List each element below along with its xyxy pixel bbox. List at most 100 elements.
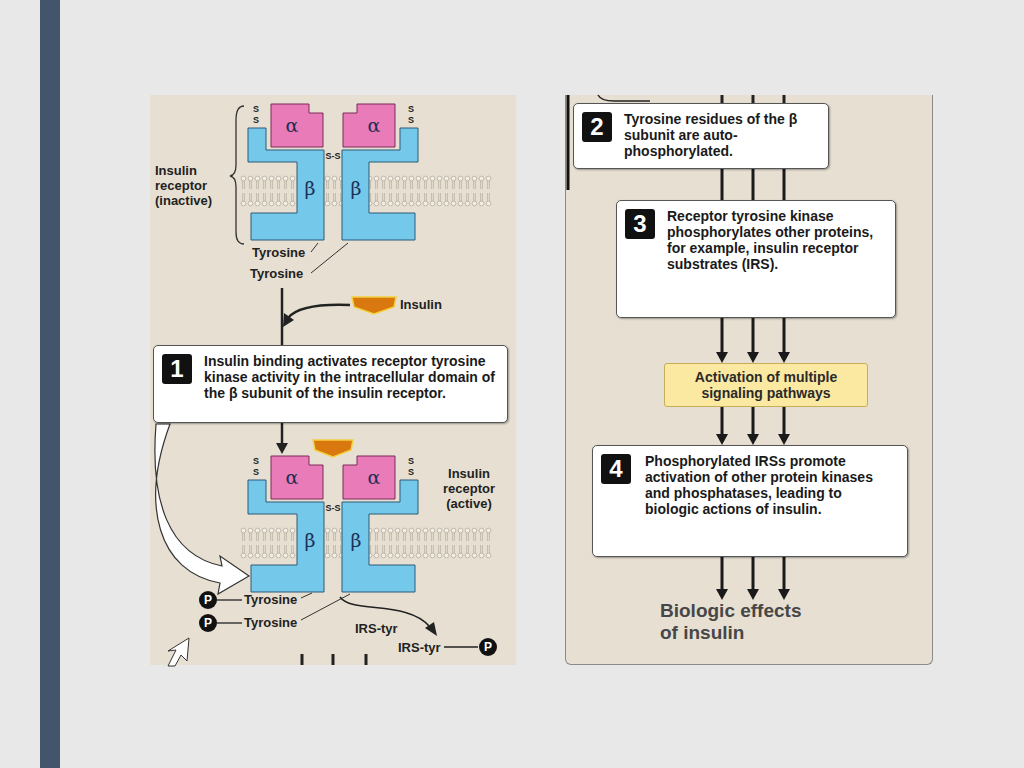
- step-box: 4 Phosphorylated IRSs promote activation …: [592, 445, 908, 557]
- disulfide-label: S: [405, 467, 417, 477]
- pathway-text: Activation of multiple signaling pathway…: [671, 369, 861, 401]
- disulfide-label: S: [250, 467, 262, 477]
- callout-number: 3: [625, 209, 655, 239]
- bond-line: [217, 599, 242, 600]
- subunit-label: β: [298, 528, 322, 552]
- disulfide-label: S: [250, 104, 262, 114]
- frame-line: [567, 95, 570, 190]
- insulin-molecule: [313, 440, 353, 457]
- connector-line: [721, 407, 724, 435]
- callout-arrow: [168, 638, 189, 666]
- step-text: Insulin binding activates receptor tyros…: [204, 346, 507, 408]
- arrow-head: [716, 589, 728, 600]
- connector-line: [752, 557, 755, 590]
- flow-connector: [747, 407, 759, 445]
- leader-line: [301, 593, 312, 598]
- part-label: Insulin receptor (inactive): [155, 163, 235, 208]
- flow-connector: [778, 557, 790, 600]
- bond-line: [217, 622, 242, 623]
- flow-connector: [716, 318, 728, 363]
- step-box: 2 Tyrosine residues of the β subunit are …: [573, 103, 829, 169]
- arrow-head: [276, 443, 288, 454]
- connector-line: [783, 169, 786, 200]
- leader-line: [301, 594, 350, 620]
- arrow-head: [425, 622, 437, 636]
- phosphate-mark: P: [479, 638, 497, 656]
- step-text: Phosphorylated IRSs promote activation o…: [645, 446, 907, 524]
- part-label: IRS-tyr: [398, 640, 441, 655]
- callout-number: 4: [601, 454, 631, 484]
- phosphate-mark: P: [199, 591, 217, 609]
- callout-number: 1: [162, 354, 192, 384]
- arrow-head: [747, 352, 759, 363]
- part-label: Tyrosine: [244, 592, 297, 607]
- flow-connector: [784, 169, 785, 200]
- connector-line: [721, 318, 724, 353]
- flow-line: [281, 288, 284, 350]
- arrow-head: [283, 313, 294, 327]
- pathway-box: Activation of multiple signaling pathway…: [664, 363, 868, 407]
- flow-connector: [716, 557, 728, 600]
- arrow-head: [778, 434, 790, 445]
- callout-number: 2: [582, 112, 612, 142]
- connector-line: [783, 318, 786, 353]
- subunit-label: β: [344, 176, 368, 200]
- flow-connector: [716, 407, 728, 445]
- subunit-label: β: [344, 528, 368, 552]
- flow-connector: [778, 318, 790, 363]
- flow-line: [301, 654, 304, 665]
- flow-line: [332, 654, 335, 665]
- disulfide-label: S: [405, 115, 417, 125]
- leader-line: [311, 243, 348, 273]
- subunit-label: β: [298, 176, 322, 200]
- outcome-text: Biologic effects of insulin: [660, 600, 812, 644]
- disulfide-label: S-S: [321, 151, 345, 161]
- subunit-label: α: [362, 113, 386, 137]
- part-label: Tyrosine: [244, 615, 297, 630]
- subunit-label: α: [362, 465, 386, 489]
- arrow-head: [747, 589, 759, 600]
- connector-line: [783, 557, 786, 590]
- disulfide-label: S-S: [321, 503, 345, 513]
- outcome-text: Biologic effects of insulin: [660, 600, 812, 646]
- brace: [230, 106, 244, 244]
- disulfide-label: S: [405, 104, 417, 114]
- disulfide-label: S: [250, 115, 262, 125]
- flow-connector: [747, 557, 759, 600]
- part-label: Tyrosine: [250, 266, 303, 281]
- frame-line: [598, 95, 650, 101]
- subunit-label: α: [280, 113, 304, 137]
- arrow-head: [778, 589, 790, 600]
- arrow-head: [716, 434, 728, 445]
- part-label: IRS-tyr: [355, 621, 398, 636]
- arrow-head: [778, 352, 790, 363]
- side-bar: [40, 0, 60, 768]
- insulin-molecule: [352, 297, 396, 314]
- flow-connector: [753, 169, 754, 200]
- step-text: Receptor tyrosine kinase phosphorylates …: [667, 201, 895, 279]
- connector-line: [752, 169, 755, 200]
- flow-line: [365, 654, 368, 665]
- disulfide-label: S: [250, 456, 262, 466]
- leader-line: [311, 243, 318, 252]
- binding-arrow: [288, 305, 350, 318]
- subunit-label: α: [280, 465, 304, 489]
- part-label: Tyrosine: [252, 245, 305, 260]
- receptor-inactive: [248, 104, 418, 240]
- step-text: Tyrosine residues of the β subunit are a…: [624, 104, 828, 166]
- arrow-head: [716, 352, 728, 363]
- arrow-head: [747, 434, 759, 445]
- disulfide-label: S: [405, 456, 417, 466]
- step-box: 3 Receptor tyrosine kinase phosphorylates…: [616, 200, 896, 318]
- connector-line: [721, 169, 724, 200]
- connector-line: [783, 407, 786, 435]
- bond-line: [444, 646, 478, 647]
- connector-line: [721, 557, 724, 590]
- flow-connector: [722, 169, 723, 200]
- flow-connector: [747, 318, 759, 363]
- connector-line: [752, 407, 755, 435]
- step-box: 1 Insulin binding activates receptor tyro…: [153, 345, 508, 423]
- callout-arrow: [155, 424, 249, 594]
- flow-connector: [778, 407, 790, 445]
- part-label: Insulin receptor (active): [428, 466, 510, 511]
